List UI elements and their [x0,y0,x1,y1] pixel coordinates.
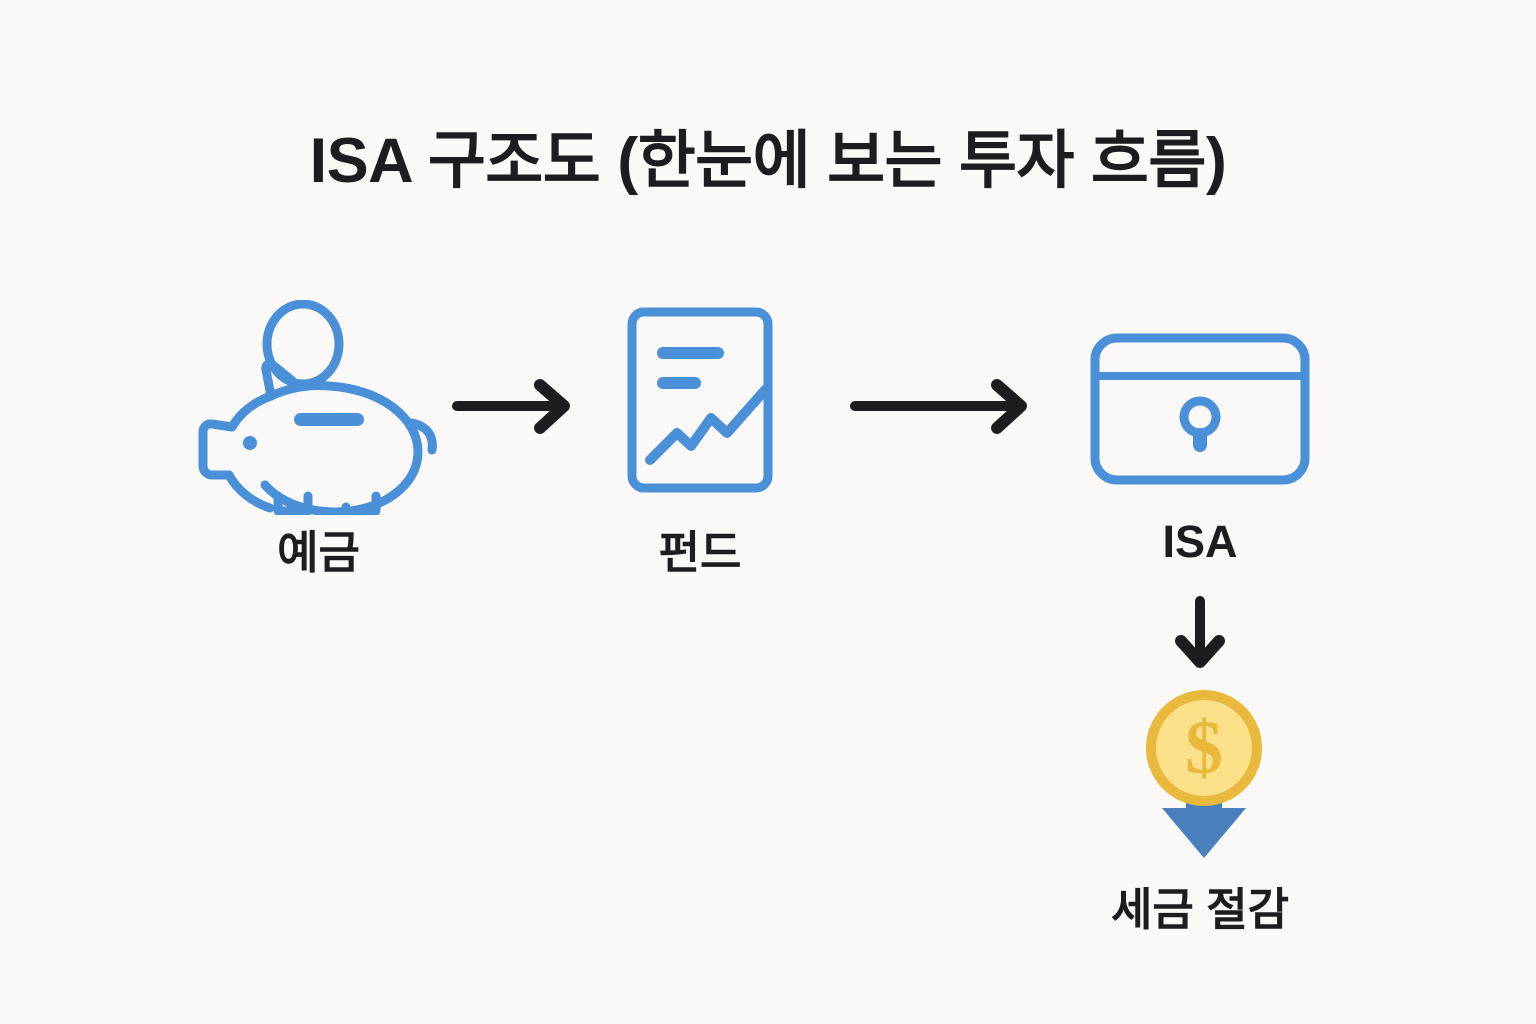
flow-node-fund[interactable]: 펀드 [605,300,795,580]
safe-card-lock-icon [1080,332,1320,492]
flow-node-isa[interactable]: ISA [1080,300,1320,580]
tax-saving-outcome-icon[interactable]: $ [1140,688,1268,863]
coin-dollar-symbol: $ [1185,706,1223,790]
arrow-down-isa-to-coin [1165,596,1235,676]
chart-document-icon [605,300,795,520]
piggy-bank-icon [196,299,441,520]
page-title: ISA 구조도 (한눈에 보는 투자 흐름) [309,126,1227,196]
flow-node-label-deposit: 예금 [277,527,360,578]
tax-saving-label: 세금 절감 [1110,884,1290,935]
flow-node-deposit[interactable]: 예금 [196,299,441,580]
flow-node-label-fund: 펀드 [658,527,742,578]
arrow-right-fund-to-isa [850,378,1035,439]
flow-node-label-isa: ISA [1162,516,1238,567]
arrow-right-deposit-to-fund [452,378,577,439]
